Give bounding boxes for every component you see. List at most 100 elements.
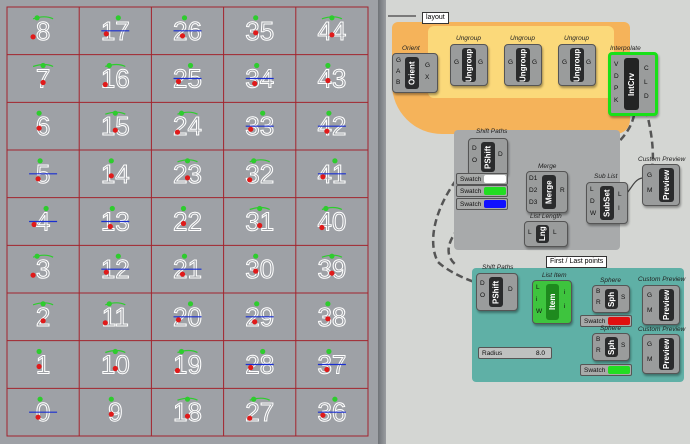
list-item-component[interactable]: L i W Item i i — [532, 280, 572, 324]
sphere-1-input-r[interactable]: R — [596, 299, 601, 306]
preview-1-input-m[interactable]: M — [647, 187, 653, 194]
list-item-output-2[interactable]: i — [564, 303, 566, 310]
list-item-input-i[interactable]: i — [536, 296, 538, 303]
list-item-input-l[interactable]: L — [536, 284, 540, 291]
layout-tag[interactable]: layout — [422, 12, 449, 24]
subset-output-l[interactable]: L — [618, 191, 622, 198]
end-point — [329, 32, 335, 38]
pshift-2-component[interactable]: D O PShift D — [476, 273, 518, 311]
sphere-2-component[interactable]: B R Sph S — [592, 333, 630, 361]
orient-output-x[interactable]: X — [425, 74, 430, 81]
pshift-2-input-d[interactable]: D — [480, 280, 485, 287]
subset-input-w[interactable]: W — [590, 210, 597, 217]
pshift-2-output[interactable]: D — [508, 286, 513, 293]
orient-input-b[interactable]: B — [396, 79, 401, 86]
interpolate-input-p[interactable]: P — [614, 85, 619, 92]
interpolate-input-k[interactable]: K — [614, 97, 619, 104]
preview-1-input-g[interactable]: G — [647, 172, 653, 179]
end-point — [174, 129, 181, 135]
ungroup-2-output[interactable]: G — [532, 59, 538, 66]
merge-output[interactable]: R — [560, 187, 565, 194]
orient-input-a[interactable]: A — [396, 68, 401, 75]
sphere-1-component[interactable]: B R Sph S — [592, 285, 630, 313]
orient-component[interactable]: G A B Orient G X — [392, 53, 438, 93]
orient-output-g[interactable]: G — [425, 62, 431, 69]
first-last-tag[interactable]: First / Last points — [546, 256, 608, 268]
interpolate-input-d[interactable]: D — [614, 73, 619, 80]
subset-input-l[interactable]: L — [590, 186, 594, 193]
ungroup-3-output[interactable]: G — [586, 59, 592, 66]
end-point — [108, 411, 114, 417]
merge-input-d2[interactable]: D2 — [529, 187, 538, 194]
radius-value[interactable]: 8.0 — [535, 349, 545, 357]
ungroup-1-component[interactable]: G Ungroup G — [450, 44, 488, 86]
start-point — [180, 205, 187, 212]
grasshopper-canvas[interactable]: layout Orient G A B Orient G X Ungroup G… — [386, 0, 690, 444]
end-point — [247, 177, 253, 183]
sphere-1-input-b[interactable]: B — [596, 288, 601, 295]
end-point — [40, 79, 46, 86]
start-point — [40, 62, 46, 69]
ungroup-1-output[interactable]: G — [478, 59, 484, 66]
interpolate-component[interactable]: V D P K IntCrv C L D — [608, 52, 658, 116]
end-point — [257, 222, 263, 229]
merge-input-d3[interactable]: D3 — [529, 199, 538, 206]
panel-splitter[interactable] — [378, 0, 386, 444]
swatch-white[interactable]: Swatch — [456, 173, 508, 185]
start-point — [43, 205, 49, 212]
ungroup-3-input[interactable]: G — [562, 59, 568, 66]
merge-input-d1[interactable]: D1 — [529, 175, 538, 182]
start-point — [251, 396, 257, 402]
preview-3-input-m[interactable]: M — [647, 356, 653, 363]
preview-2-input-m[interactable]: M — [647, 307, 653, 314]
sphere-2-output[interactable]: S — [621, 342, 626, 349]
sphere-2-input-b[interactable]: B — [596, 336, 601, 343]
ungroup-3-component[interactable]: G Ungroup G — [558, 44, 596, 86]
subset-output-i[interactable]: I — [618, 205, 620, 212]
end-point — [175, 317, 182, 323]
swatch-green-2[interactable]: Swatch — [580, 364, 632, 376]
subset-input-d[interactable]: D — [590, 198, 595, 205]
interpolate-title: Interpolate — [610, 45, 641, 52]
merge-component[interactable]: D1 D2 D3 Merge R — [526, 171, 568, 213]
pshift-1-input-d[interactable]: D — [472, 145, 477, 152]
swatch-red[interactable]: Swatch — [580, 315, 632, 327]
preview-1-title: Custom Preview — [638, 156, 686, 163]
list-item-output-1[interactable]: i — [564, 289, 566, 296]
preview-1-component[interactable]: G M Preview — [642, 164, 680, 206]
start-point — [253, 15, 259, 21]
swatch-blue[interactable]: Swatch — [456, 198, 508, 210]
interpolate-output-c[interactable]: C — [644, 65, 649, 72]
interpolate-input-v[interactable]: V — [614, 61, 619, 68]
start-point — [34, 253, 40, 259]
start-point — [251, 158, 257, 164]
ungroup-2-component[interactable]: G Ungroup G — [504, 44, 542, 86]
sphere-1-output[interactable]: S — [621, 294, 626, 301]
preview-3-component[interactable]: G M Preview — [642, 334, 680, 374]
preview-3-input-g[interactable]: G — [647, 341, 653, 348]
preview-2-input-g[interactable]: G — [647, 292, 653, 299]
ungroup-2-input[interactable]: G — [508, 59, 514, 66]
radius-slider[interactable]: Radius 8.0 — [478, 347, 552, 359]
sphere-2-input-r[interactable]: R — [596, 347, 601, 354]
list-length-output[interactable]: L — [553, 229, 557, 236]
interpolate-output-d[interactable]: D — [644, 93, 649, 100]
list-item-input-w[interactable]: W — [536, 308, 543, 315]
pshift-1-output[interactable]: D — [498, 151, 503, 158]
pshift-1-input-o[interactable]: O — [472, 157, 478, 164]
pshift-2-input-o[interactable]: O — [480, 292, 486, 299]
list-length-input[interactable]: L — [528, 229, 532, 236]
subset-component[interactable]: L D W SubSet L I — [586, 182, 628, 224]
pshift-1-component[interactable]: D O PShift D — [468, 138, 508, 176]
start-point — [115, 15, 121, 21]
start-point — [253, 253, 259, 259]
ungroup-1-input[interactable]: G — [454, 59, 460, 66]
preview-2-component[interactable]: G M Preview — [642, 285, 680, 325]
orient-input-g[interactable]: G — [396, 57, 402, 64]
interpolate-output-l[interactable]: L — [644, 79, 648, 86]
list-length-component[interactable]: L Lng L — [524, 221, 568, 247]
swatch-green[interactable]: Swatch — [456, 185, 508, 197]
start-point — [326, 110, 332, 116]
subset-title: Sub List — [594, 173, 618, 180]
